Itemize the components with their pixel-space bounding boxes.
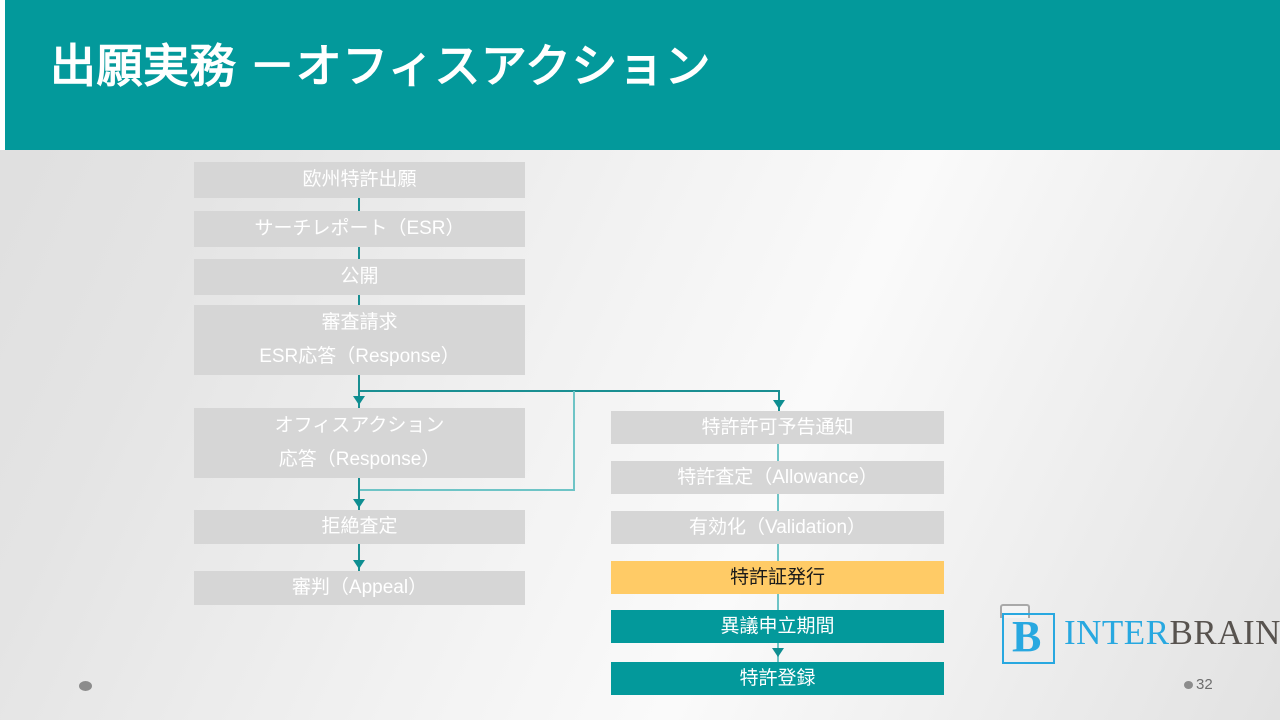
- page-number-label: 32: [1196, 676, 1213, 693]
- connector-allowance-to-validation: [777, 494, 779, 511]
- logo-letter-b: B: [1012, 612, 1042, 661]
- flow-node-label: サーチレポート（ESR）: [254, 218, 465, 239]
- flow-node-label: 特許証発行: [729, 566, 825, 588]
- flow-node-patent-certificate-issue[interactable]: 特許証発行: [611, 561, 944, 594]
- flow-node-label: 特許許可予告通知: [701, 416, 854, 438]
- connector-search-report-to-publication: [358, 247, 360, 259]
- flow-node-label: 審判（Appeal）: [291, 577, 428, 598]
- page-number-dot: [1184, 680, 1193, 689]
- connector-notice-to-allowance: [777, 444, 779, 461]
- connector-publication-to-examination-request: [358, 295, 360, 305]
- flow-node-refusal-decision[interactable]: 拒絶査定: [194, 510, 525, 544]
- flow-node-office-action[interactable]: オフィスアクション 応答（Response）: [194, 408, 525, 478]
- arrowhead-into-office-action: [353, 396, 365, 405]
- arrowhead-into-notice-of-intention-to-grant: [773, 400, 785, 409]
- page-number: 32: [1184, 676, 1213, 693]
- title-band-left-strip: [0, 0, 5, 150]
- connector-application-to-search-report: [358, 198, 360, 211]
- flow-node-allowance[interactable]: 特許査定（Allowance）: [611, 461, 944, 494]
- arrowhead-into-patent-registration: [772, 648, 784, 657]
- flow-node-label: 有効化（Validation）: [688, 516, 867, 538]
- title-band: [5, 0, 1280, 150]
- flow-node-label-line2: ESR応答（Response）: [259, 346, 460, 367]
- flow-node-appeal[interactable]: 審判（Appeal）: [194, 571, 525, 605]
- flow-node-validation[interactable]: 有効化（Validation）: [611, 511, 944, 544]
- interbrain-logo: B INTERBRAIN: [998, 604, 1280, 664]
- connector-loop-vertical-return: [573, 391, 575, 491]
- connector-office-action-to-refusal-decision: [358, 478, 360, 510]
- flow-node-opposition-period[interactable]: 異議申立期間: [611, 610, 944, 643]
- flow-node-examination-request[interactable]: 審査請求 ESR応答（Response）: [194, 305, 525, 375]
- flow-node-label: 欧州特許出願: [302, 169, 417, 190]
- logo-mark-icon: B: [998, 604, 1056, 664]
- logo-wordmark: INTERBRAIN: [1064, 614, 1280, 652]
- flow-node-search-report-esr[interactable]: サーチレポート（ESR）: [194, 211, 525, 247]
- flow-node-european-patent-application[interactable]: 欧州特許出願: [194, 162, 525, 198]
- flow-node-label-line1: オフィスアクション: [274, 415, 445, 436]
- flow-node-publication[interactable]: 公開: [194, 259, 525, 295]
- connector-validation-to-certificate-issue: [777, 544, 779, 561]
- flow-node-notice-of-intention-to-grant[interactable]: 特許許可予告通知: [611, 411, 944, 444]
- connector-refusal-decision-to-appeal: [358, 544, 360, 571]
- logo-square-shape: [1002, 613, 1055, 664]
- flow-node-label: 拒絶査定: [321, 516, 398, 537]
- flow-node-label: 特許査定（Allowance）: [677, 466, 878, 488]
- footer-bullet-dot: [79, 681, 92, 691]
- page-title: 出願実務 －オフィスアクション: [50, 40, 712, 92]
- arrowhead-into-refusal-decision: [353, 499, 365, 508]
- flow-node-label-line1: 審査請求: [321, 312, 398, 333]
- flow-node-label: 特許登録: [739, 667, 816, 689]
- flow-node-label: 公開: [340, 266, 379, 287]
- logo-word-inter: INTER: [1064, 613, 1170, 652]
- flow-node-label: 異議申立期間: [720, 615, 835, 637]
- connector-certificate-issue-to-opposition-period: [777, 594, 779, 610]
- arrowhead-into-appeal: [353, 560, 365, 569]
- connector-branch-bar-to-right-column: [358, 390, 780, 392]
- connector-loop-horizontal-office-action: [359, 489, 575, 491]
- logo-word-brain: BRAIN: [1169, 613, 1280, 652]
- flow-node-patent-registration[interactable]: 特許登録: [611, 662, 944, 695]
- flow-node-label-line2: 応答（Response）: [278, 449, 441, 470]
